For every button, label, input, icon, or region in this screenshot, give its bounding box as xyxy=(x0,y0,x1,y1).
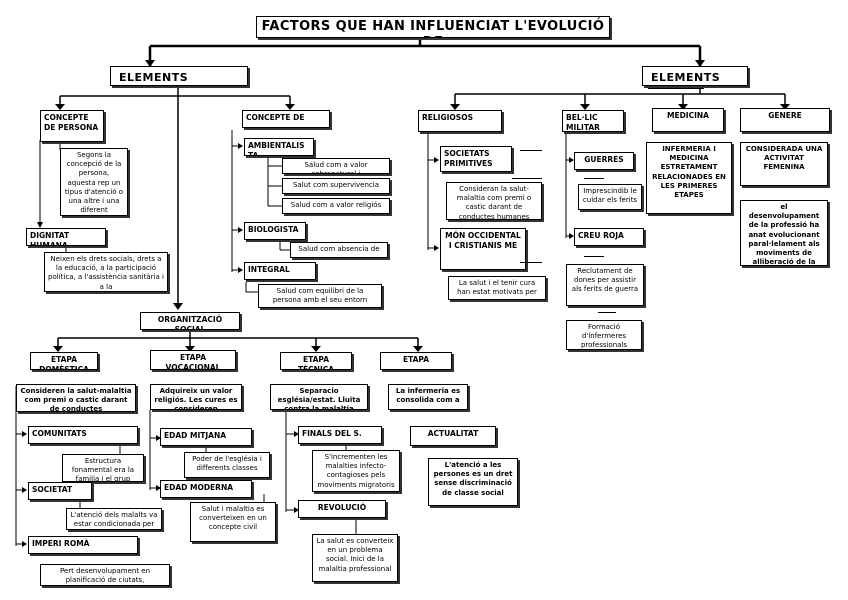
actualitat-text-box: L'atenció a les persones es un dret sens… xyxy=(428,458,518,506)
professional-text-box: La infermeria es consolida com a xyxy=(388,384,468,410)
guerres-text-box: Imprescindib le cuidar els ferits xyxy=(578,184,642,210)
etapa-professional-box: ETAPA xyxy=(380,352,452,370)
divider-line xyxy=(512,178,542,179)
medicina-box: MEDICINA xyxy=(652,108,724,132)
ambientalista-box: AMBIENTALIS TA xyxy=(244,138,314,156)
vocacional-text-box: Adquireix un valor religiós. Les cures e… xyxy=(150,384,242,410)
dignitat-box: DIGNITAT HUMANA xyxy=(26,228,106,246)
guerres-box: GUERRES xyxy=(574,152,634,170)
creu-roja-box: CREU ROJA xyxy=(574,228,644,246)
medicina-text-box: INFERMERIA I MEDICINA ESTRETAMENT RELACI… xyxy=(646,142,732,214)
concepte-persona-box: CONCEPTE DE PERSONA xyxy=(40,110,104,142)
etapa-tecnica-box: ETAPA TÈCNICA xyxy=(280,352,352,370)
dignitat-text-box: Neixen els drets socials, drets a la edu… xyxy=(44,252,168,292)
societat-box: SOCIETAT xyxy=(28,482,92,500)
religiosos-box: RELIGIOSOS xyxy=(418,110,502,132)
mon-occidental-box: MÓN OCCIDENTAL I CRISTIANIS ME xyxy=(440,228,526,270)
societat-text-box: L'atenció dels malalts va estar condicio… xyxy=(66,508,162,530)
biologista-text-box: Salud com absencia de xyxy=(290,242,388,258)
amb-supervivencia-box: Salut com supervivencia xyxy=(282,178,390,194)
formacio-box: Formació d'infermeres professionals xyxy=(566,320,642,350)
divider-line xyxy=(598,312,616,313)
divider-line xyxy=(584,178,604,179)
edat-moderna-box: EDAD MODERNA xyxy=(160,480,252,498)
divider-line xyxy=(648,88,704,89)
right-elements-box: ELEMENTS xyxy=(642,66,748,86)
edat-moderna-text-box: Salut i malaltia es converteixen en un c… xyxy=(190,502,276,542)
revolucio-text-box: La salut es converteix en un problema so… xyxy=(312,534,398,582)
integral-text-box: Salud com equilibri de la persona amb el… xyxy=(258,284,382,308)
finals-segle-box: FINALS DEL S. xyxy=(298,426,382,444)
integral-box: INTEGRAL xyxy=(244,262,316,280)
genere-activitat-box: CONSIDERADA UNA ACTIVITAT FEMENINA xyxy=(740,142,828,186)
bellic-militar-box: BEL·LIC MILITAR xyxy=(562,110,624,132)
etapa-vocacional-box: ETAPA VOCACIONAL xyxy=(150,350,236,370)
societats-primitives-box: SOCIETATS PRIMITIVES xyxy=(440,146,512,172)
tecnica-text-box: Separacio església/estat. Lluita contra … xyxy=(270,384,368,410)
edat-mitjana-box: EDAD MITJANA xyxy=(160,428,252,446)
organitzacio-social-box: ORGANITZACIÓ SOCIAL xyxy=(140,312,240,330)
actualitat-box: ACTUALITAT xyxy=(410,426,496,446)
divider-line xyxy=(584,256,604,257)
divider-line xyxy=(520,150,542,151)
comunitats-text-box: Estructura fonamental era la familia i e… xyxy=(62,454,144,482)
comunitats-box: COMUNITATS xyxy=(28,426,138,444)
page-title: FACTORS QUE HAN INFLUENCIAT L'EVOLUCIÓ D… xyxy=(256,16,610,38)
revolucio-box: REVOLUCIÓ xyxy=(298,500,386,518)
biologista-box: BIOLOGISTA xyxy=(244,222,306,240)
amb-sobrenatural-box: Salud com a valor sobranatural i xyxy=(282,158,390,174)
amb-religios-box: Salud com a valor religiós xyxy=(282,198,390,214)
genere-desenvolupament-box: el desenvolupament de la professió ha an… xyxy=(740,200,828,266)
persona-text-box: Segons la concepció de la persona, aques… xyxy=(60,148,128,216)
imperi-roma-box: IMPERI ROMÀ xyxy=(28,536,138,554)
concepte-de-box: CONCEPTE DE xyxy=(242,110,330,128)
primitives-text-box: Consideran la salut-malaltia com premi o… xyxy=(446,182,542,220)
etapa-domestica-box: ETAPA DOMÈSTICA xyxy=(30,352,98,370)
edat-mitjana-text-box: Poder de l'església i differents classes xyxy=(184,452,270,478)
imperi-roma-text-box: Pert desenvolupament en planificació de … xyxy=(40,564,170,586)
left-elements-box: ELEMENTS xyxy=(110,66,248,86)
creu-roja-text-box: Reclutament de dones per assistir als fe… xyxy=(566,264,644,306)
genere-box: GENERE xyxy=(740,108,830,132)
domestica-text-box: Consideren la salut-malaltia com premi o… xyxy=(16,384,136,412)
mon-occidental-text-box: La salut i el tenir cura han estat motiv… xyxy=(448,276,546,300)
finals-segle-text-box: S'incrementen les malalties infecto-cont… xyxy=(312,450,400,492)
divider-line xyxy=(520,262,542,263)
